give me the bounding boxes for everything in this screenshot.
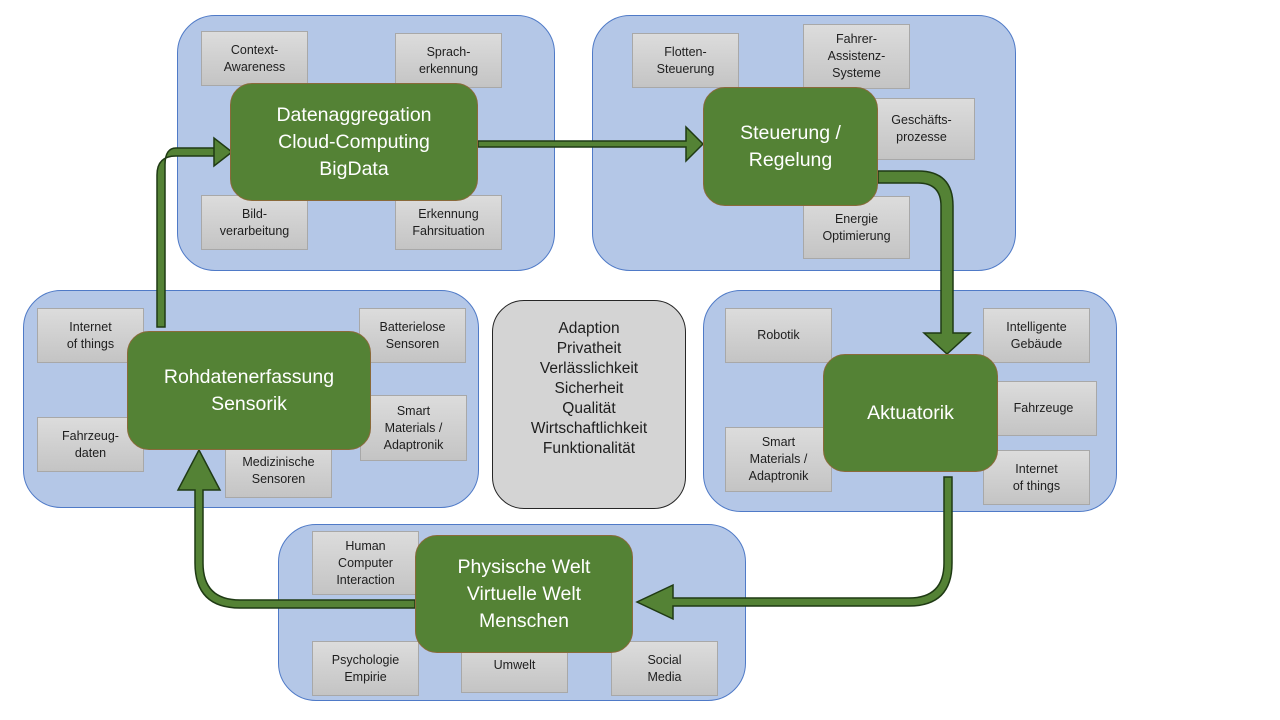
tag-psychologie-empirie: Psychologie Empirie [312,641,419,696]
tag-internet-of-things: Internet of things [37,308,144,363]
value-item: Qualität [562,399,616,417]
tag-human-computer-interaction: Human Computer Interaction [312,531,419,595]
core-aktuatorik: Aktuatorik [823,354,998,472]
value-item: Privatheit [556,339,622,357]
tag-smart-materials: Smart Materials / Adaptronik [360,395,467,461]
tag-fahrer-assistenz-systeme: Fahrer- Assistenz- Systeme [803,24,910,89]
tag-geschaeftsprozesse: Geschäfts- prozesse [868,98,975,160]
tag-medizinische-sensoren: Medizinische Sensoren [225,443,332,498]
tag-batterielose-sensoren: Batterielose Sensoren [359,308,466,363]
tag-smart-materials-actuation: Smart Materials / Adaptronik [725,427,832,492]
tag-intelligente-gebaeude: Intelligente Gebäude [983,308,1090,363]
value-item: Sicherheit [554,379,624,397]
core-steuerung-regelung: Steuerung / Regelung [703,87,878,206]
tag-flotten-steuerung: Flotten- Steuerung [632,33,739,88]
tag-bildverarbeitung: Bild- verarbeitung [201,195,308,250]
value-item: Verlässlichkeit [539,359,639,377]
core-rohdatenerfassung: Rohdatenerfassung Sensorik [127,331,371,450]
core-datenaggregation: Datenaggregation Cloud-Computing BigData [230,83,478,201]
tag-context-awareness: Context- Awareness [201,31,308,86]
value-item: Wirtschaftlichkeit [530,419,648,437]
core-physische-welt: Physische Welt Virtuelle Welt Menschen [415,535,633,653]
value-item: Funktionalität [542,439,636,457]
tag-social-media: Social Media [611,641,718,696]
tag-internet-of-things-actuation: Internet of things [983,450,1090,505]
quality-values-box: Adaption Privatheit Verlässlichkeit Sich… [492,300,686,509]
tag-spracherkennung: Sprach- erkennung [395,33,502,88]
tag-fahrzeugdaten: Fahrzeug- daten [37,417,144,472]
tag-erkennung-fahrsituation: Erkennung Fahrsituation [395,195,502,250]
tag-fahrzeuge: Fahrzeuge [990,381,1097,436]
tag-robotik: Robotik [725,308,832,363]
value-item: Adaption [558,319,620,337]
